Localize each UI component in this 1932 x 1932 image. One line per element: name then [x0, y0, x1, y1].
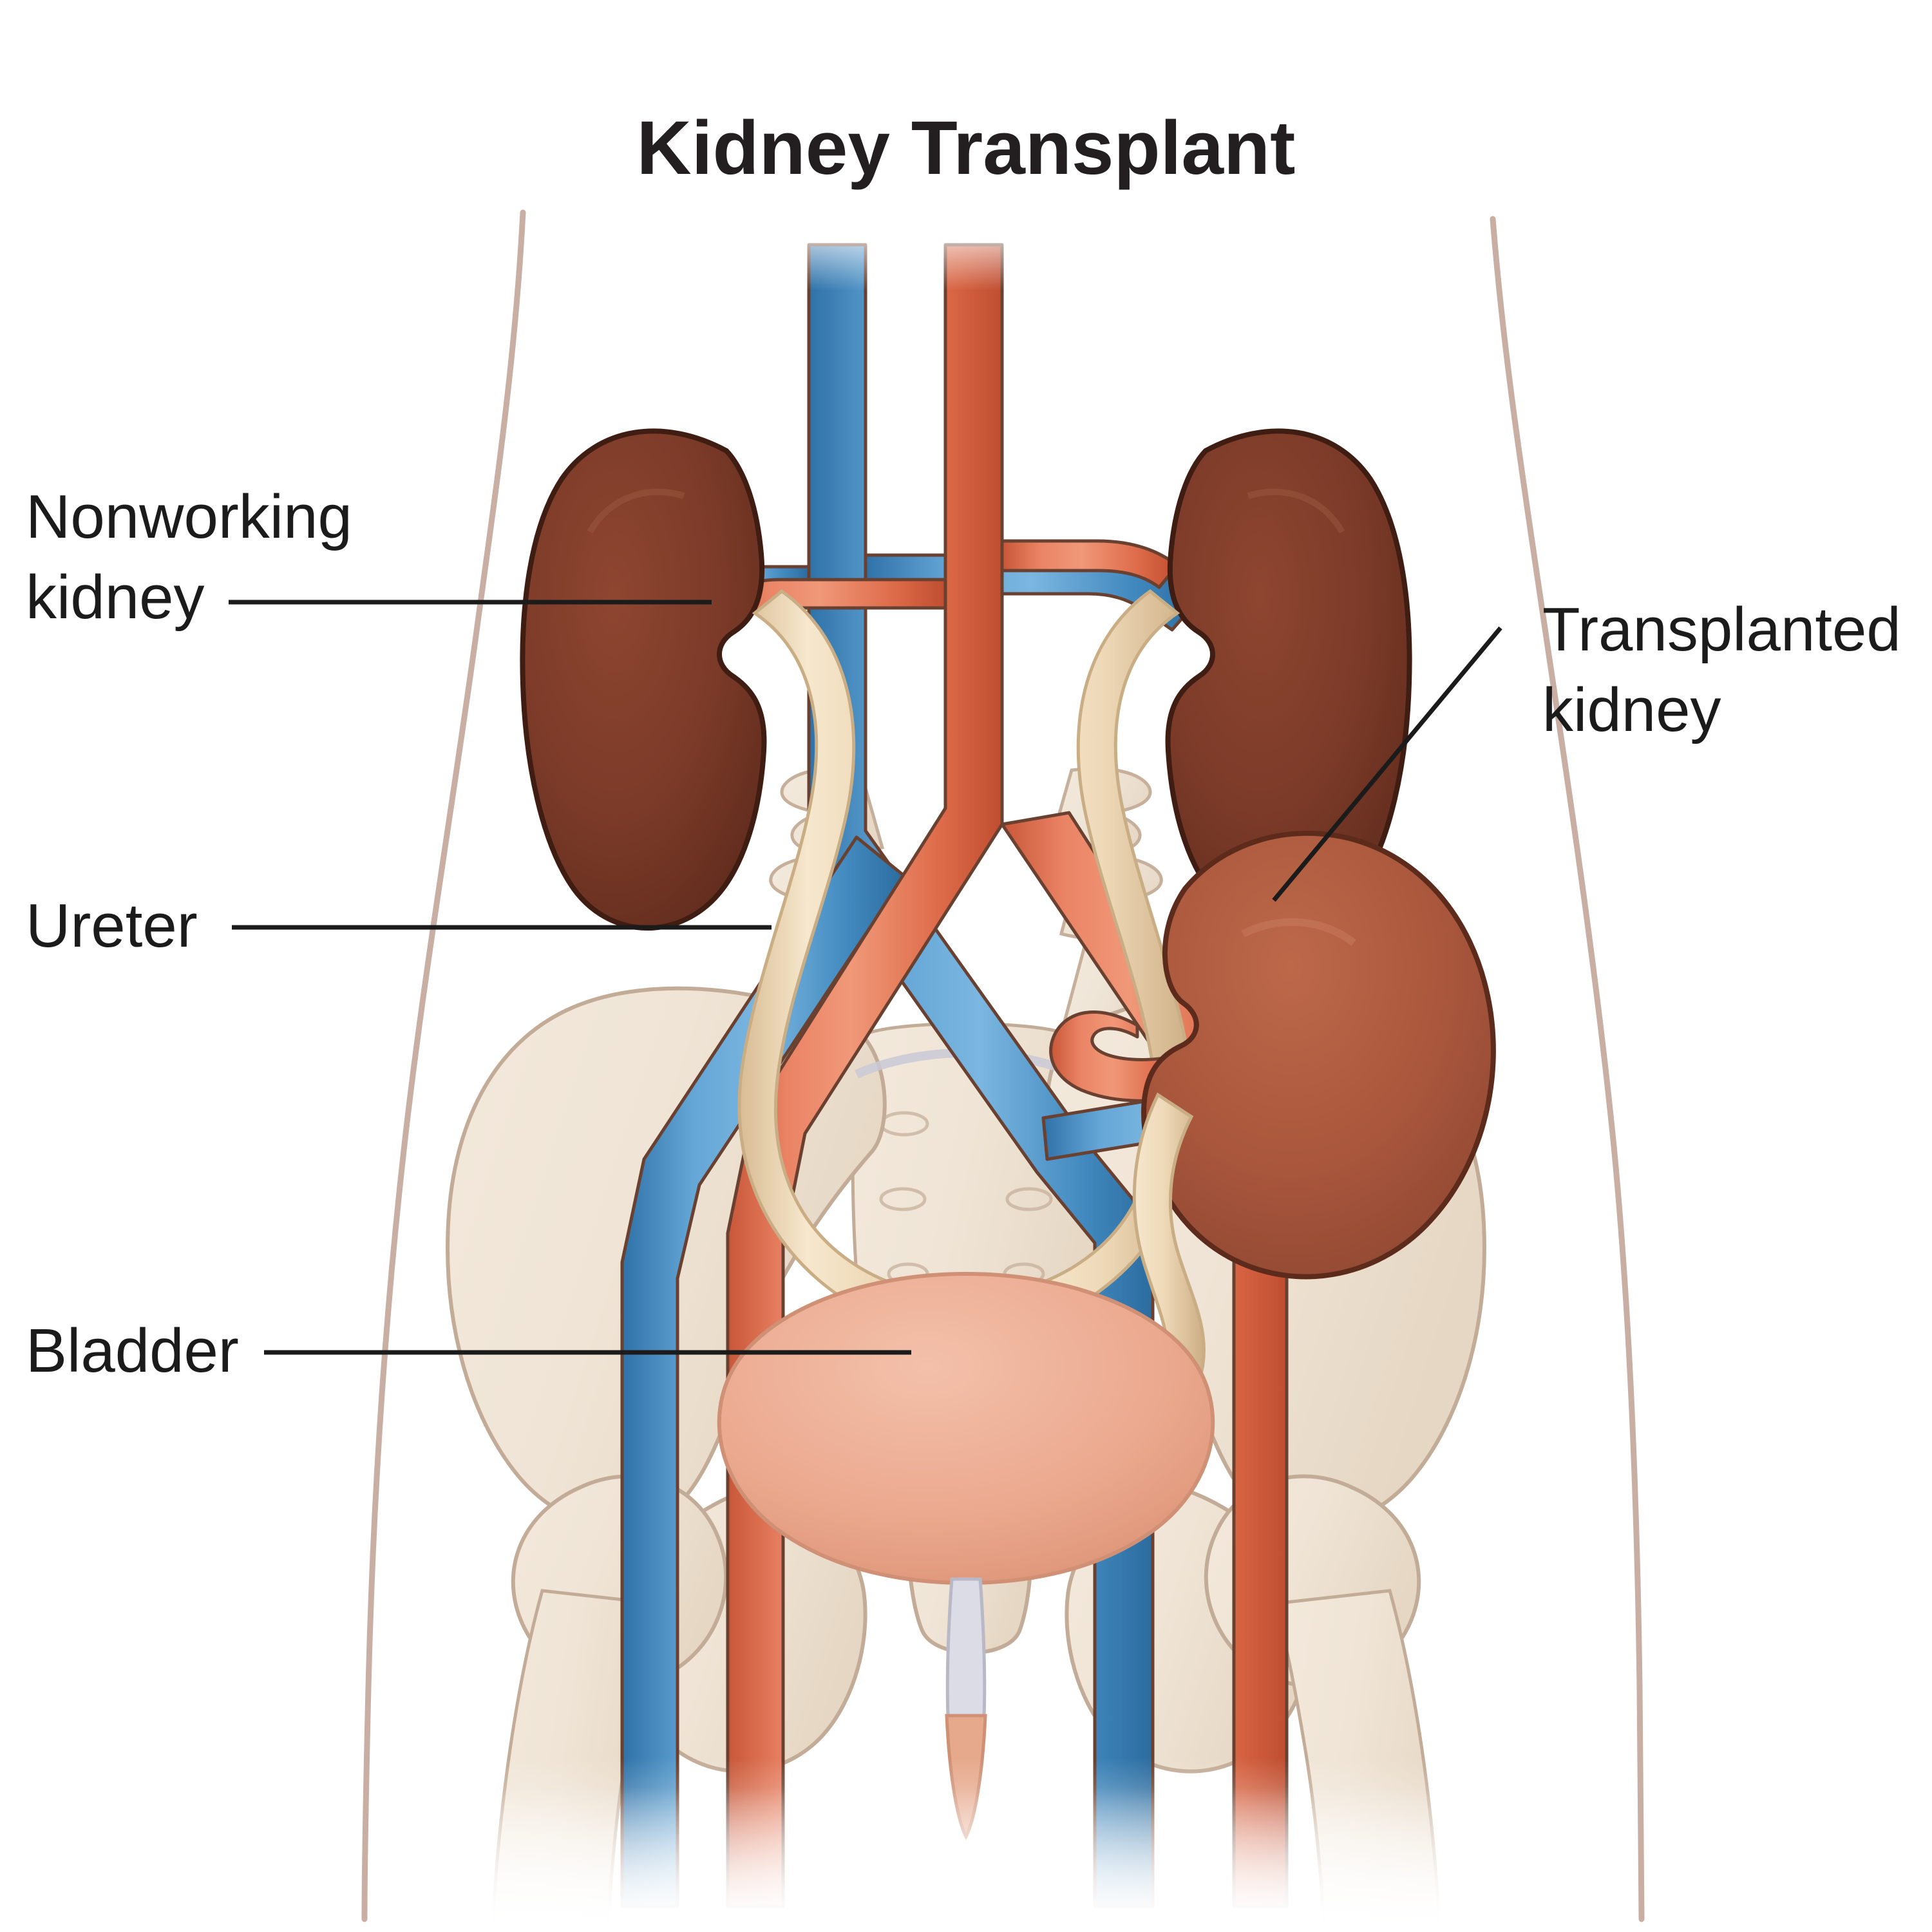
leader-lines [229, 600, 1502, 1355]
labels: Nonworking kidney Ureter Bladder Transpl… [26, 482, 1901, 1385]
torso-silhouette [361, 209, 1645, 1922]
label-transplanted-kidney-line2: kidney [1542, 676, 1721, 744]
nonworking-kidney-left [520, 428, 767, 931]
label-nonworking-kidney-line2: kidney [26, 563, 205, 632]
figure-title: Kidney Transplant [637, 106, 1296, 191]
urinary-bladder [717, 1271, 1215, 1586]
label-bladder: Bladder [26, 1316, 239, 1385]
top-fade [644, 213, 1288, 354]
leader-transplanted-kidney [1272, 626, 1502, 902]
bottom-fade-2 [451, 1739, 1481, 1932]
label-transplanted-kidney-line1: Transplanted [1542, 595, 1901, 664]
label-nonworking-kidney-line1: Nonworking [26, 482, 352, 551]
transplanted-kidney [1141, 830, 1496, 1280]
urethra [945, 1577, 987, 1718]
label-ureter: Ureter [26, 891, 198, 960]
